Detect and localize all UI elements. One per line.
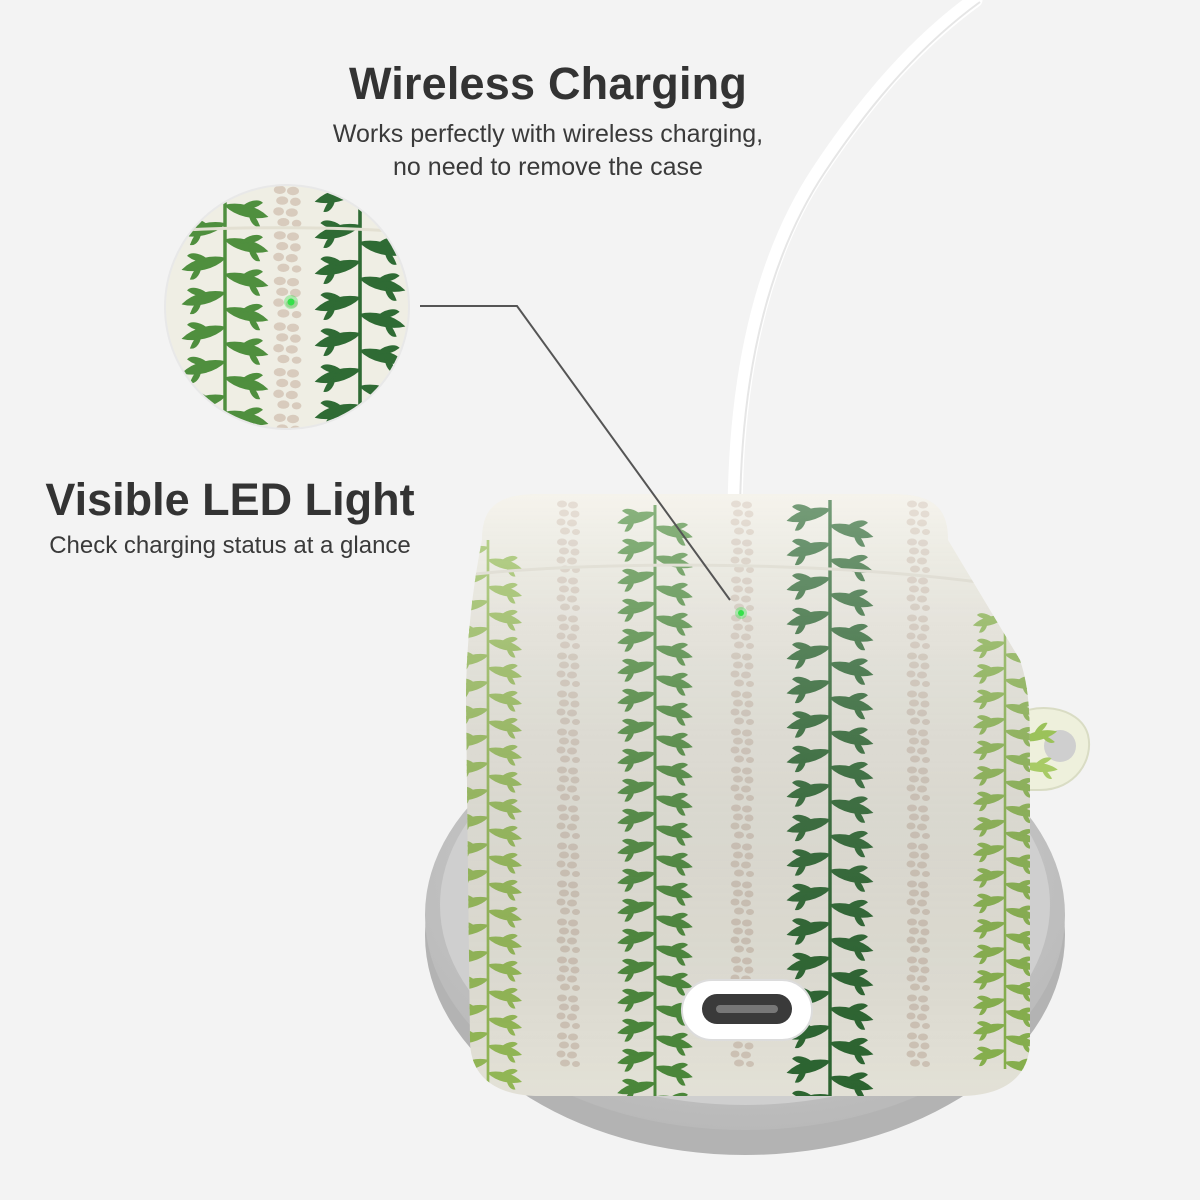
- led-light-subtitle: Check charging status at a glance: [49, 532, 411, 559]
- wireless-charging-line-2: no need to remove the case: [393, 153, 703, 181]
- led-light-title: Visible LED Light: [45, 474, 415, 525]
- usb-c-port-icon: [681, 979, 813, 1041]
- wireless-charging-line-1: Works perfectly with wireless charging,: [332, 120, 764, 148]
- charging-cable: [727, 0, 983, 528]
- led-indicator-icon: [735, 607, 747, 619]
- airpods-case: [466, 494, 1030, 1096]
- callout-line: [420, 305, 731, 601]
- zoom-led-indicator-icon: [284, 295, 298, 309]
- wireless-charging-description: Works perfectly with wireless charging, …: [248, 118, 848, 184]
- wireless-charging-title: Wireless Charging: [348, 58, 748, 109]
- led-zoom-circle: [164, 184, 410, 430]
